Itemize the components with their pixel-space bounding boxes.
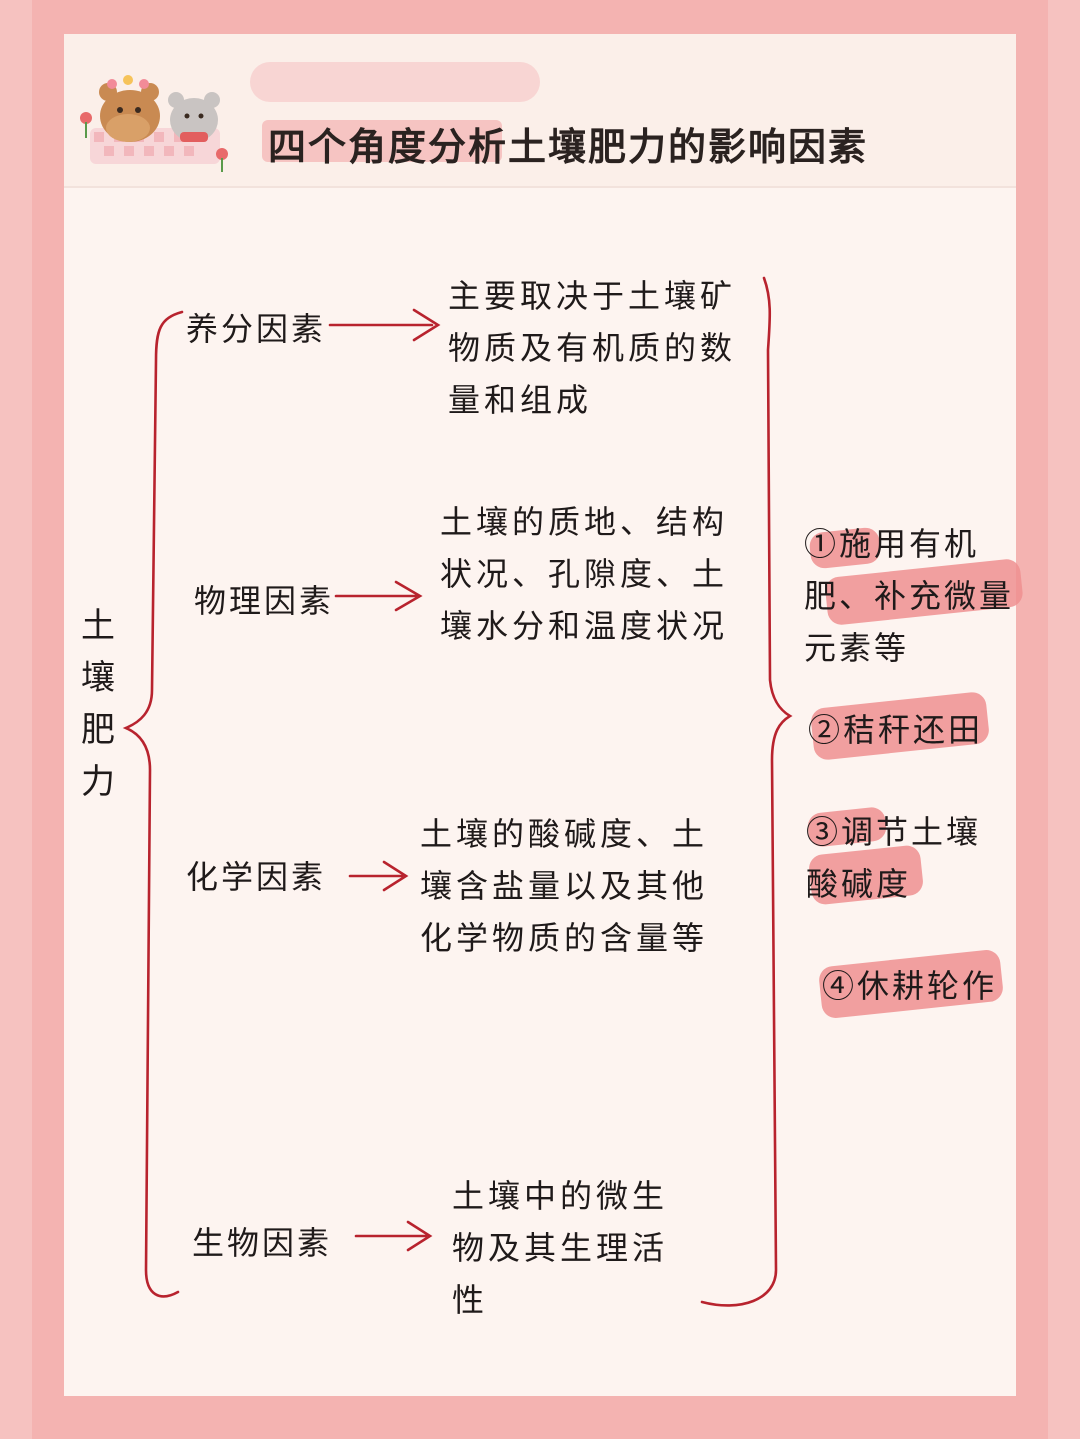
desc-nutrient: 主要取决于土壤矿物质及有机质的数量和组成 [448,277,737,419]
title-highlight [262,120,502,162]
bear-sticker-icon [80,75,228,172]
desc-biological: 土壤中的微生物及其生理活性 [452,1177,669,1319]
page-title: 四个角度分析土壤肥力的影响因素 [268,124,869,169]
desc-physical: 土壤的质地、结构状况、孔隙度、土壤水分和温度状况 [440,503,729,645]
desc-chemical: 土壤的酸碱度、土壤含盐量以及其他化学物质的含量等 [420,815,709,957]
factor-nutrient: 养分因素 [186,310,327,348]
root-label: 土壤肥力 [81,606,115,802]
measure-1: ①施用有机肥、补充微量元素等 [804,525,1015,667]
measure-2: ②秸秆还田 [808,711,984,749]
factor-chemical: 化学因素 [186,858,327,896]
measure-4: ④休耕轮作 [822,967,998,1005]
factor-biological: 生物因素 [192,1224,333,1262]
measure-3: ③调节土壤酸碱度 [806,813,982,903]
factor-physical: 物理因素 [194,582,335,620]
header-pill-decoration [250,62,540,102]
